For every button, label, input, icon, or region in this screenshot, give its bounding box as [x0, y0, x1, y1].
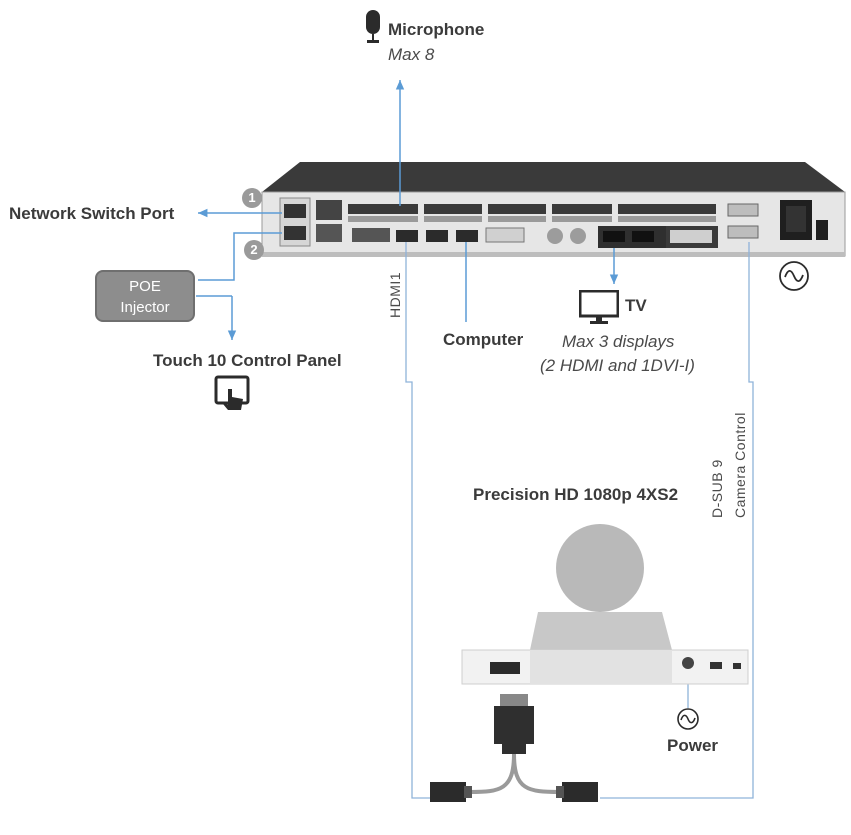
tv-icon: [579, 290, 619, 324]
tv-label: TV: [625, 296, 647, 315]
network-switch-port-label: Network Switch Port: [9, 204, 175, 223]
camera-unit: [461, 524, 749, 685]
tv-max-displays-detail-label: (2 HDMI and 1DVI-I): [540, 356, 695, 375]
microphone-max-label: Max 8: [388, 45, 435, 64]
poe-injector-label-line1: POE: [129, 278, 161, 295]
port-2-badge: 2: [244, 240, 264, 260]
poe-injector: POE Injector: [95, 270, 195, 322]
computer-label: Computer: [443, 330, 524, 349]
codec-unit: [261, 162, 846, 257]
hdmi-splitter-cable: [430, 694, 598, 802]
poe-injector-label-line2: Injector: [120, 299, 170, 316]
tv-max-displays-label: Max 3 displays: [562, 332, 675, 351]
hdmi1-label: HDMI1: [387, 271, 403, 318]
touch-panel-label: Touch 10 Control Panel: [153, 351, 342, 370]
camera-power-ac-icon: [677, 708, 699, 730]
touch-panel-icon: [214, 375, 250, 410]
port-1-badge: 1: [242, 188, 262, 208]
power-label: Power: [667, 736, 719, 755]
microphone-label: Microphone: [388, 20, 485, 39]
camera-model-label: Precision HD 1080p 4XS2: [473, 485, 679, 504]
camera-control-label: Camera Control: [732, 412, 748, 518]
power-ac-icon: [779, 261, 809, 291]
dsub9-label: D-SUB 9: [709, 459, 725, 518]
microphone-icon: [366, 10, 380, 43]
